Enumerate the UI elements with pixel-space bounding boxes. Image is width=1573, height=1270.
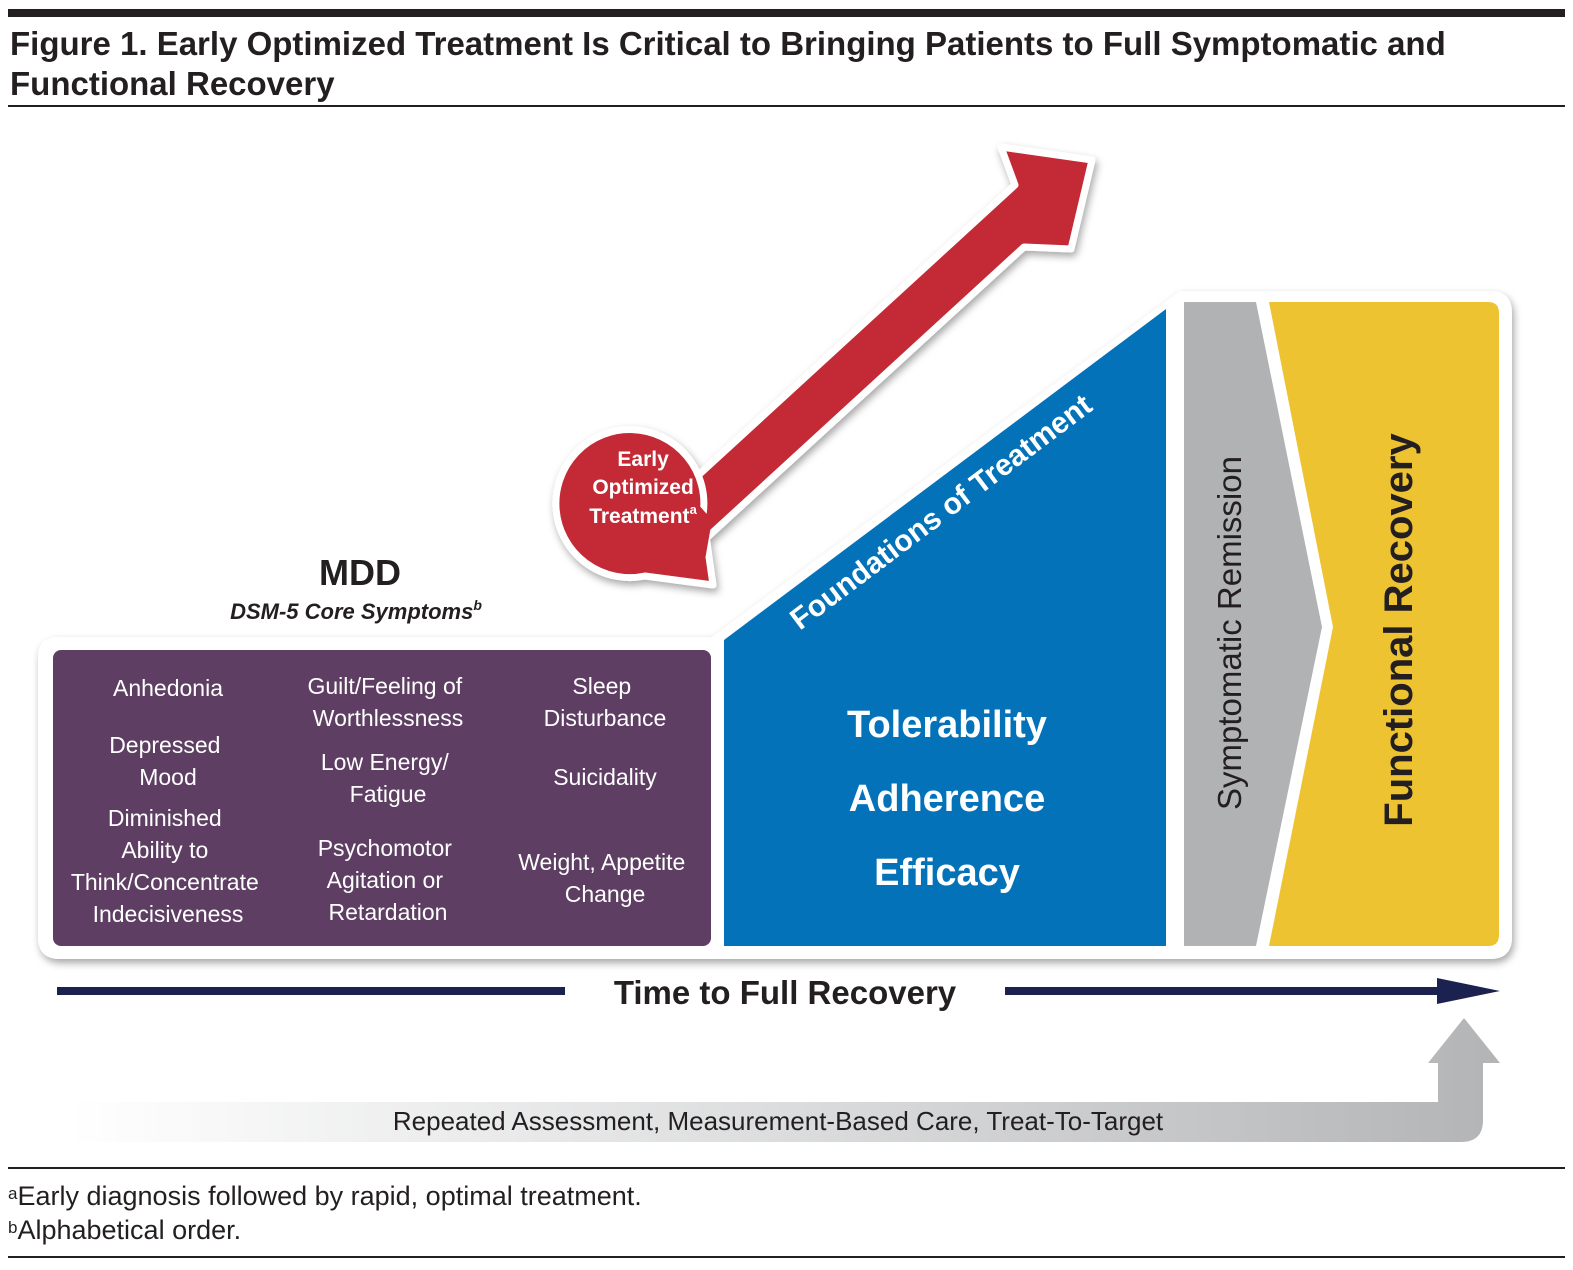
recovery-panel — [1269, 302, 1499, 946]
mdd-subtitle-sup: b — [473, 597, 482, 613]
symptom-anhedonia: Anhedonia — [113, 675, 223, 701]
symptom-diminished-ability: Diminished Ability to Think/Concentrate … — [71, 805, 265, 927]
mdd-subtitle: DSM-5 Core Symptomsb — [230, 597, 482, 624]
top-rule — [8, 9, 1565, 17]
foundations-panel — [724, 309, 1166, 946]
timeline-arrowhead — [1437, 978, 1500, 1004]
recovery-label: Functional Recovery — [1377, 433, 1421, 827]
assessment-label: Repeated Assessment, Measurement-Based C… — [393, 1106, 1164, 1136]
early-treatment-bulb — [552, 426, 717, 589]
footnote-rule — [8, 1167, 1565, 1169]
early-treatment-sup: a — [690, 502, 698, 517]
mdd-panel — [53, 650, 711, 946]
early-treatment-line-1: Early — [617, 448, 669, 471]
footnote-b-marker: b — [8, 1218, 18, 1237]
timeline-bar-left — [57, 987, 565, 995]
mdd-title: MDD — [319, 552, 401, 593]
foundation-efficacy: Efficacy — [874, 852, 1020, 894]
symptom-weight-appetite: Weight, Appetite Change — [518, 849, 691, 907]
early-treatment-line-2: Optimized — [592, 476, 694, 499]
footnote-b-text: Alphabetical order. — [17, 1215, 242, 1245]
footnote-a-marker: a — [8, 1184, 18, 1203]
remission-label: Symptomatic Remission — [1211, 456, 1248, 810]
symptom-suicidality: Suicidality — [553, 764, 657, 790]
symptom-psychomotor: Psychomotor Agitation or Retardation — [318, 835, 459, 925]
figure-title: Figure 1. Early Optimized Treatment Is C… — [10, 25, 1446, 102]
footnote-b: bAlphabetical order. — [8, 1214, 241, 1246]
early-treatment-arrow-joint — [665, 495, 712, 560]
symptom-list: Anhedonia Depressed Mood Diminished Abil… — [71, 673, 691, 927]
bottom-rule — [8, 1256, 1565, 1258]
assessment-arrow — [68, 1018, 1500, 1142]
symptom-sleep: Sleep Disturbance — [544, 673, 667, 731]
early-treatment-arrow — [664, 143, 1096, 569]
symptom-low-energy: Low Energy/ Fatigue — [321, 749, 455, 807]
footnote-a-text: Early diagnosis followed by rapid, optim… — [17, 1181, 642, 1211]
foundation-adherence: Adherence — [849, 778, 1045, 820]
timeline-bar-right — [1005, 987, 1445, 995]
symptom-depressed-mood: Depressed Mood — [109, 732, 227, 790]
footnote-a: aEarly diagnosis followed by rapid, opti… — [8, 1180, 642, 1212]
title-rule — [8, 105, 1565, 107]
foundations-items: Tolerability Adherence Efficacy — [847, 704, 1047, 894]
foundation-tolerability: Tolerability — [847, 704, 1047, 746]
symptom-guilt: Guilt/Feeling of Worthlessness — [307, 673, 468, 731]
timeline-label: Time to Full Recovery — [614, 974, 957, 1011]
early-treatment-label: Early Optimized Treatmenta — [589, 448, 699, 528]
remission-panel — [1184, 302, 1322, 946]
early-treatment-line-3: Treatment — [589, 505, 689, 528]
mdd-subtitle-text: DSM-5 Core Symptoms — [230, 599, 473, 624]
